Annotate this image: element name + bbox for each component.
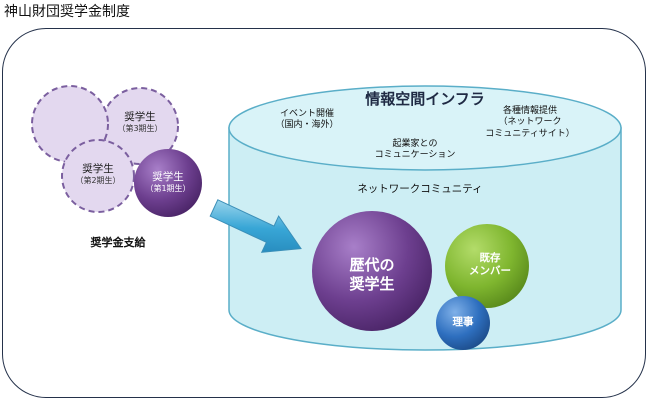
scholar-2nd-cohort: （第2期生） bbox=[75, 176, 121, 186]
info-line-3: コミュニティサイト） bbox=[485, 128, 575, 139]
scholar-3rd-label: 奨学生 （第3期生） bbox=[110, 111, 170, 134]
director-circle bbox=[436, 296, 490, 350]
scholar-3rd-cohort: （第3期生） bbox=[117, 124, 163, 134]
communication-line-1: 起業家との bbox=[392, 139, 438, 149]
scholar-circle-3rd bbox=[101, 87, 179, 165]
alumni-label: 歴代の 奨学生 bbox=[332, 256, 412, 294]
alumni-circle bbox=[312, 211, 432, 331]
alumni-line-2: 奨学生 bbox=[349, 274, 395, 293]
communication-label: 起業家との コミュニケーション bbox=[360, 139, 470, 162]
network-community-label: ネットワークコミュニティ bbox=[357, 183, 483, 195]
members-label: 既存 メンバー bbox=[455, 252, 525, 278]
scholar-2nd-label: 奨学生 （第2期生） bbox=[68, 163, 128, 186]
cylinder-top bbox=[228, 85, 622, 171]
info-line-2: （ネットワーク bbox=[498, 117, 562, 128]
arrow-icon bbox=[209, 199, 302, 253]
scholar-1st-name: 奨学生 bbox=[152, 171, 184, 183]
members-circle bbox=[445, 224, 529, 308]
scholar-2nd-name: 奨学生 bbox=[82, 163, 114, 175]
info-label: 各種情報提供 （ネットワーク コミュニティサイト） bbox=[470, 106, 590, 140]
page-title: 神山財団奨学金制度 bbox=[4, 4, 130, 20]
infra-title: 情報空間インフラ bbox=[365, 90, 485, 108]
info-line-1: 各種情報提供 bbox=[502, 106, 557, 116]
director-label: 理事 bbox=[452, 316, 474, 328]
scholar-circle-1st bbox=[134, 149, 202, 217]
members-line-1: 既存 bbox=[479, 252, 501, 264]
funding-label: 奨学金支給 bbox=[90, 236, 146, 249]
communication-line-2: コミュニケーション bbox=[374, 150, 456, 161]
event-line-2: （国内・海外） bbox=[275, 120, 339, 131]
scholar-1st-cohort: （第1期生） bbox=[145, 184, 191, 194]
scholar-1st-label: 奨学生 （第1期生） bbox=[138, 171, 198, 194]
alumni-line-1: 歴代の bbox=[349, 256, 395, 274]
members-line-2: メンバー bbox=[469, 265, 511, 278]
event-line-1: イベント開催 bbox=[279, 109, 334, 119]
scholar-circle-2nd bbox=[61, 139, 135, 213]
event-label: イベント開催 （国内・海外） bbox=[262, 109, 352, 132]
scholar-3rd-name: 奨学生 bbox=[124, 111, 156, 123]
